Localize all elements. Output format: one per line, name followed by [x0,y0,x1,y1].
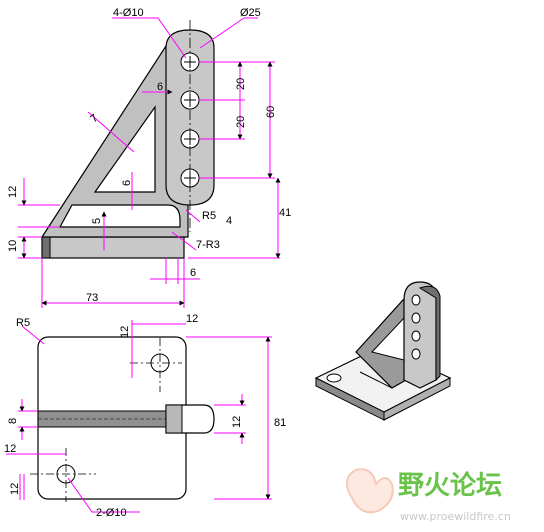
dim-hole-x: 12 [4,443,16,455]
dim-tab-width: 12 [231,416,243,428]
slot-window [58,204,181,228]
dim-fillet-offset: 4 [226,215,232,227]
dim-rib-thickness: 7 [88,112,100,125]
flame-logo-icon [345,468,394,514]
dim-hole-callout-bottom: 2-Ø10 [96,507,127,519]
dim-hole-span: 60 [265,106,277,118]
isometric-view [314,281,452,421]
dim-slot-depth: 5 [91,218,103,224]
watermark-brand: 野火论坛 [398,471,502,501]
dim-corner-radius: R5 [16,317,30,329]
dim-gap-height: 6 [121,180,133,186]
dim-slot-width: 8 [7,418,19,424]
dim-hole-spacing-2: 20 [235,116,247,128]
dim-hole-offset-y: 12 [186,313,198,325]
dim-total-height: 41 [279,207,291,219]
dim-total-width: 81 [274,417,286,429]
front-view: 4-Ø10 Ø25 20 20 60 6 7 6 12 5 R5 4 41 10… [7,7,291,308]
dim-hole-y: 12 [9,483,21,495]
front-dimension-lines [18,17,281,308]
base-plate [41,236,185,259]
top-dimension-lines [6,320,272,513]
dim-wall-thickness: 6 [190,267,196,279]
base-end-face [41,236,51,259]
dim-arc-diameter: Ø25 [240,7,261,19]
rib-opening [93,105,156,193]
dim-base-height: 10 [7,240,19,252]
front-dimension-texts: 4-Ø10 Ø25 20 20 60 6 7 6 12 5 R5 4 41 10… [7,7,291,304]
dim-hole-callout: 4-Ø10 [113,7,144,19]
dim-slot-offset: 6 [157,81,163,93]
dim-fillet-radius: R5 [202,210,216,222]
top-dimension-texts: R5 12 12 8 12 81 12 12 2-Ø10 [4,313,286,519]
dim-base-length: 73 [86,292,98,304]
watermark-url: www.proewildfire.cn [400,510,511,523]
dim-edge-fillets: 7-R3 [196,239,220,251]
dim-upper-height: 12 [7,186,19,198]
dim-hole-offset-x: 12 [119,326,131,338]
dim-hole-spacing-1: 20 [235,78,247,90]
top-view: R5 12 12 8 12 81 12 12 2-Ø10 [4,313,286,519]
watermark: 野火论坛 www.proewildfire.cn [345,468,511,523]
